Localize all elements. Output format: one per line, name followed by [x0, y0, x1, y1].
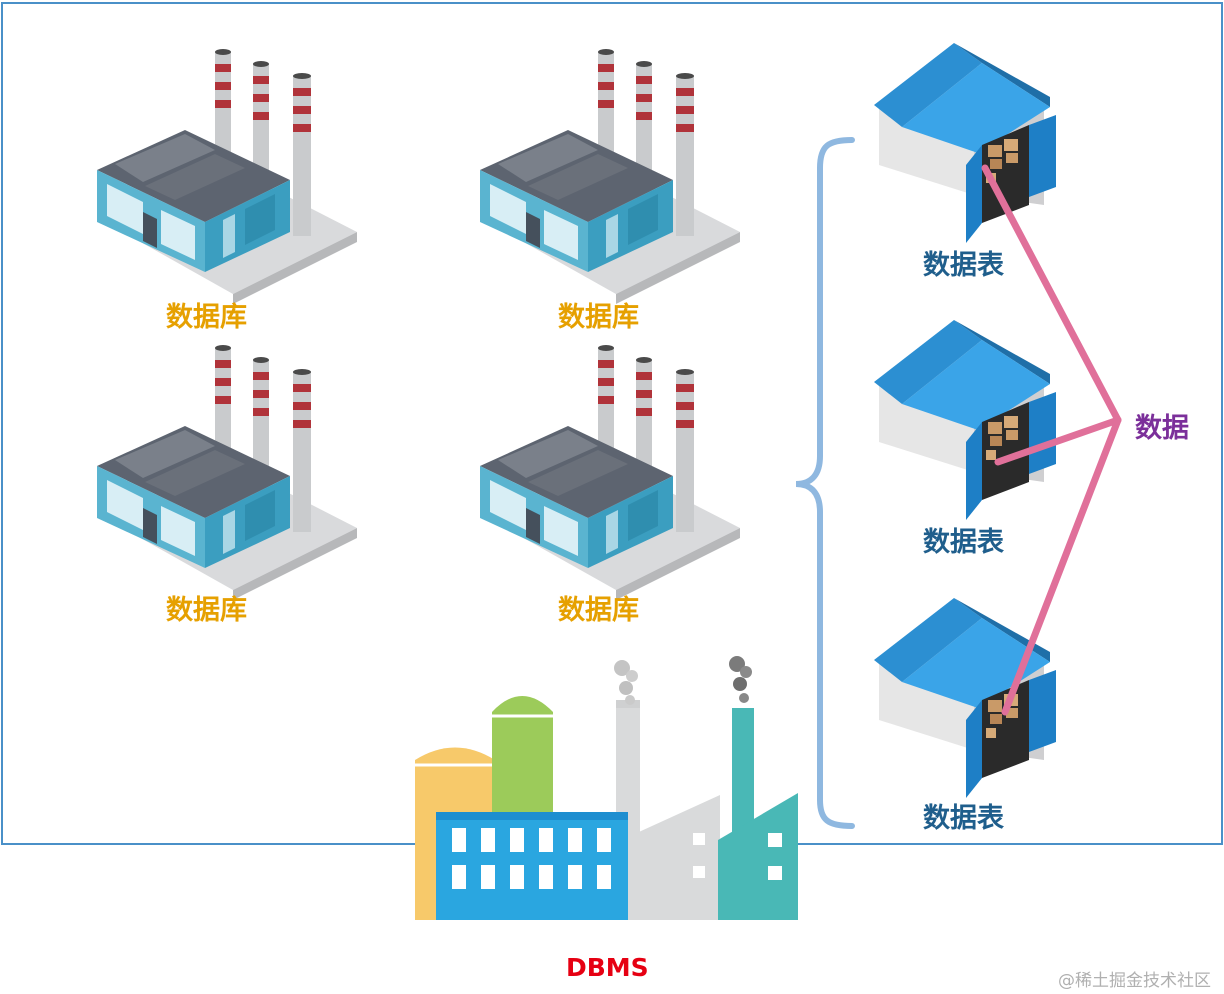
database-label: 数据库 [558, 595, 639, 626]
data-connectors [981, 164, 1122, 716]
table-label: 数据表 [923, 527, 1004, 558]
connector-line [981, 164, 1122, 424]
dbms-plant-icon [415, 656, 798, 920]
data-label: 数据 [1135, 413, 1189, 444]
table-icon [874, 598, 1056, 798]
table-icon [874, 43, 1056, 243]
database-label: 数据库 [558, 302, 639, 333]
connector-line [994, 416, 1122, 466]
dbms-label: DBMS [566, 953, 649, 982]
watermark: @稀土掘金技术社区 [1058, 971, 1211, 991]
database-icon [480, 49, 740, 304]
connector-line [1001, 416, 1122, 716]
database-label: 数据库 [166, 595, 247, 626]
grouping-brace [795, 137, 855, 829]
database-label: 数据库 [166, 302, 247, 333]
table-icon [874, 320, 1056, 520]
table-label: 数据表 [923, 803, 1004, 834]
database-icon [97, 49, 357, 304]
table-label: 数据表 [923, 250, 1004, 281]
database-icon [97, 345, 357, 600]
database-icon [480, 345, 740, 600]
